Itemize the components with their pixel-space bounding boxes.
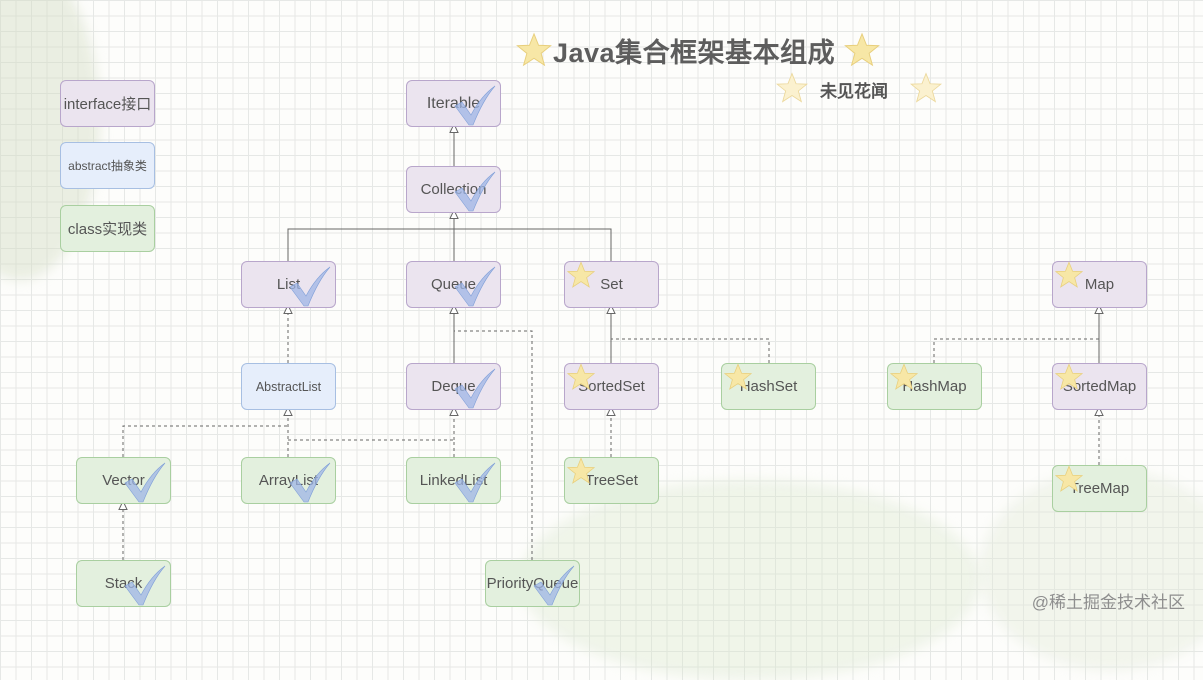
star-icon <box>775 72 809 103</box>
node-list: List <box>241 261 336 308</box>
node-arraylist: ArrayList <box>241 457 336 504</box>
node-label: Vector <box>102 472 145 489</box>
node-iterable: Iterable <box>406 80 501 127</box>
node-treeset: TreeSet <box>564 457 659 504</box>
star-icon <box>909 72 943 103</box>
node-deque: Deque <box>406 363 501 410</box>
edge-list-collection <box>287 228 454 261</box>
legend-abstract: abstract抽象类 <box>60 142 155 189</box>
node-label: TreeMap <box>1069 480 1130 497</box>
node-label: LinkedList <box>419 472 488 489</box>
node-queue: Queue <box>406 261 501 308</box>
node-label: PriorityQueue <box>486 575 579 592</box>
node-label: TreeSet <box>585 472 638 489</box>
node-stack: Stack <box>76 560 171 607</box>
edge-hashmap-map <box>933 338 1099 363</box>
node-label: ArrayList <box>258 472 319 489</box>
node-set: Set <box>564 261 659 308</box>
node-abstractlist: AbstractList <box>241 363 336 410</box>
edge-set-collection <box>454 228 612 261</box>
edge-hashset-set <box>611 338 770 363</box>
node-priorityqueue: PriorityQueue <box>485 560 580 607</box>
legend-interface: interface接口 <box>60 80 155 127</box>
legend-abstract-label: abstract抽象类 <box>68 159 147 173</box>
diagram-subtitle: 未见花闻 <box>820 82 888 101</box>
node-label: Set <box>600 276 623 293</box>
node-label: Queue <box>430 276 477 293</box>
node-label: Stack <box>104 575 143 592</box>
node-sortedmap: SortedMap <box>1052 363 1147 410</box>
star-icon <box>516 32 552 67</box>
watermark: @稀土掘金技术社区 <box>1031 593 1185 612</box>
node-label: List <box>276 276 301 293</box>
node-map: Map <box>1052 261 1147 308</box>
node-collection: Collection <box>406 166 501 213</box>
node-hashset: HashSet <box>721 363 816 410</box>
node-linkedlist: LinkedList <box>406 457 501 504</box>
diagram-title: Java集合框架基本组成 <box>553 38 836 68</box>
edge-vector-abstractlist <box>122 425 288 457</box>
connector-lines <box>0 0 1203 560</box>
node-label: Iterable <box>426 94 481 112</box>
legend-interface-label: interface接口 <box>63 96 152 113</box>
edge-priorityqueue-queue <box>454 330 533 560</box>
node-label: Deque <box>431 378 476 395</box>
node-hashmap: HashMap <box>887 363 982 410</box>
star-icon <box>844 32 880 67</box>
node-label: HashSet <box>739 378 798 395</box>
node-label: Map <box>1084 276 1115 293</box>
node-label: SortedSet <box>578 378 645 395</box>
node-label: AbstractList <box>255 379 322 394</box>
legend-class: class实现类 <box>60 205 155 252</box>
edge-linkedlist-abstractlist <box>288 439 455 457</box>
node-label: SortedMap <box>1062 378 1137 395</box>
star-icon <box>566 261 596 288</box>
node-treemap: TreeMap <box>1052 465 1147 512</box>
node-sortedset: SortedSet <box>564 363 659 410</box>
legend-class-label: class实现类 <box>67 221 148 238</box>
node-vector: Vector <box>76 457 171 504</box>
node-label: HashMap <box>902 378 967 395</box>
star-icon <box>1054 261 1084 288</box>
node-label: Collection <box>420 181 487 198</box>
